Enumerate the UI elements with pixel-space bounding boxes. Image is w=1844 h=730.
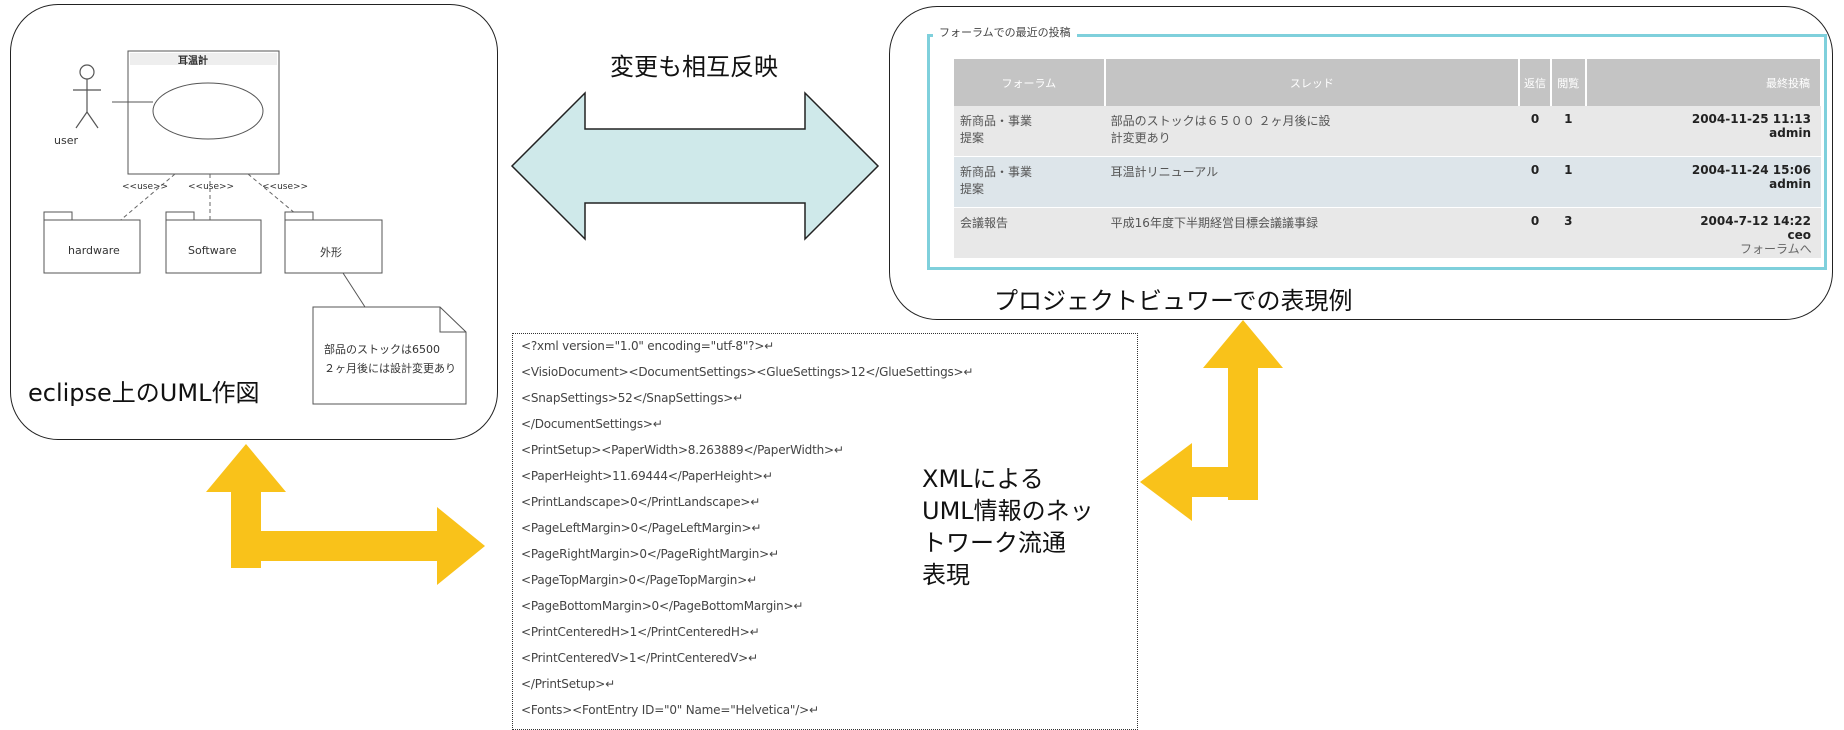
uml-diagram [43,50,467,405]
double-arrow-shape [510,91,880,241]
replies-cell: 0 [1519,207,1551,259]
package-shapes [43,211,383,274]
xml-line: </PrintSetup>↵ [521,677,615,691]
viewer-caption: プロジェクトビュワーでの表現例 [994,287,1353,315]
forum-cell[interactable]: 会議報告 [954,207,1105,259]
use-case-ellipse [152,82,264,140]
xml-line: <PageBottomMargin>0</PageBottomMargin>↵ [521,599,804,613]
thread-cell[interactable]: 耳温計リニューアル [1104,156,1520,208]
package-hardware: hardware [68,244,120,257]
xml-line: <PrintLandscape>0</PrintLandscape>↵ [521,495,761,509]
xml-panel [512,333,1138,730]
table-header-row: フォーラム スレッド 返信 閲覧 最終投稿 [954,59,1823,106]
system-title-bar [130,53,277,65]
package-exterior: 外形 [320,246,342,259]
xml-caption: XMLによる UML情報のネッ トワーク流通 表現 [922,465,1094,589]
column-header[interactable]: 最終投稿 [1585,59,1823,106]
xml-line: </DocumentSettings>↵ [521,417,663,431]
views-cell: 1 [1551,106,1586,157]
stereotype-label-2: <<use>> [188,182,235,192]
xml-line: <PrintCenteredH>1</PrintCenteredH>↵ [521,625,760,639]
forum-legend: フォーラムでの最近の投稿 [933,24,1077,40]
xml-line: <PageLeftMargin>0</PageLeftMargin>↵ [521,521,762,535]
table-row: 新商品・事業提案 部品のストックは６５００ ２ヶ月後に設計変更あり 0 1 20… [954,106,1821,157]
xml-line: <Fonts><FontEntry ID="0" Name="Helvetica… [521,703,819,717]
xml-line: <SnapSettings>52</SnapSettings>↵ [521,391,744,405]
column-header[interactable]: 閲覧 [1551,59,1587,106]
xml-line: <PrintSetup><PaperWidth>8.263889</PaperW… [521,443,844,457]
forum-cell[interactable]: 新商品・事業提案 [954,156,1105,208]
sync-label: 変更も相互反映 [610,53,778,81]
replies-cell: 0 [1519,156,1551,208]
xml-line: <PageTopMargin>0</PageTopMargin>↵ [521,573,757,587]
replies-cell: 0 [1519,106,1551,157]
note-text: 部品のストックは6500 ２ヶ月後には設計変更あり [324,343,456,375]
forum-link[interactable]: フォーラムへ [1740,242,1812,256]
thread-cell[interactable]: 部品のストックは６５００ ２ヶ月後に設計変更あり [1104,106,1520,157]
stereotype-label-1: <<use>> [122,182,169,192]
package-software: Software [188,244,237,257]
table-row: 会議報告 平成16年度下半期経営目標会議議事録 0 3 2004-7-12 14… [954,207,1821,259]
xml-line: <PaperHeight>11.69444</PaperHeight>↵ [521,469,773,483]
forum-cell[interactable]: 新商品・事業提案 [954,106,1105,157]
forum-table: フォーラム スレッド 返信 閲覧 最終投稿 新商品・事業提案 部品のストックは６… [954,59,1823,259]
views-cell: 3 [1551,207,1586,259]
xml-line: <?xml version="1.0" encoding="utf-8"?>↵ [521,339,775,353]
column-header[interactable]: スレッド [1104,59,1521,106]
xml-line: <PrintCenteredV>1</PrintCenteredV>↵ [521,651,758,665]
xml-line: <PageRightMargin>0</PageRightMargin>↵ [521,547,779,561]
actor-label: user [54,134,78,147]
note-connector [342,272,366,308]
column-header[interactable]: 返信 [1519,59,1552,106]
thread-cell[interactable]: 平成16年度下半期経営目標会議議事録 [1104,207,1520,259]
system-name: 耳温計 [178,56,208,67]
column-header[interactable]: フォーラム [954,59,1106,106]
yellow-arrow-uml-xml [206,444,485,585]
views-cell: 1 [1551,156,1586,208]
uml-caption: eclipse上のUML作図 [28,379,260,407]
actor-figure [73,64,101,129]
note-shape [312,306,467,405]
xml-line: <VisioDocument><DocumentSettings><GlueSe… [521,365,974,379]
stereotype-label-3: <<use>> [262,182,309,192]
yellow-arrow-xml-viewer [1140,320,1283,521]
forum-box [927,34,1827,270]
